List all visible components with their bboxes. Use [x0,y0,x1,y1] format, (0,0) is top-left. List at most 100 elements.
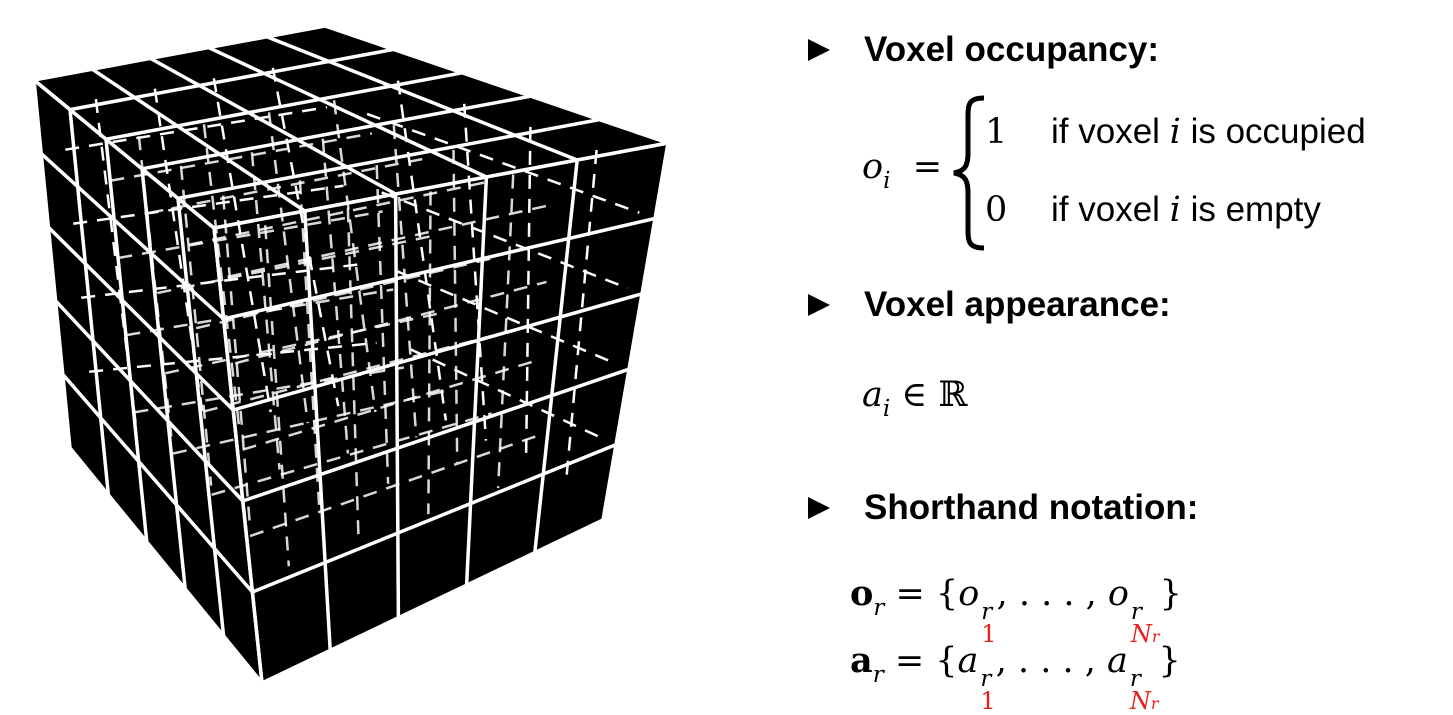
bullet-label: Shorthand notation: [864,488,1199,527]
occupancy-index: i [883,168,891,194]
case-condition: if voxel i is empty [1051,190,1321,230]
bullet-label: Voxel occupancy: [864,30,1160,69]
real-numbers-set: ℝ [938,375,968,415]
voxel-hidden-line [524,126,532,461]
voxel-grid-line [32,78,72,450]
voxel-grid-line [303,209,332,653]
voxel-grid-line [32,24,327,82]
voxel-hidden-line [332,100,377,413]
voxel-grid-line [221,216,657,321]
voxel-hidden-line [212,78,272,413]
appearance-formula: ai ∈ ℝ [862,375,968,422]
voxel-grid-line [464,175,489,587]
voxel-grid-line [68,47,396,112]
voxel-hidden-line [234,280,547,365]
voxel-grid-line [53,299,245,503]
voxel-grid-line [323,24,670,145]
voxel-hidden-line [195,257,493,330]
voxel-grid-line [601,141,670,522]
voxel-grid-line [393,192,401,620]
voxel-grid-line [148,56,398,196]
bullet-voxel-appearance: Voxel appearance: [808,280,1171,330]
voxel-hidden-line [126,288,394,337]
voxel-grid-line [68,107,111,497]
voxel-hidden-line [321,138,350,454]
voxel-hidden-line [179,165,213,486]
voxel-hidden-line [298,180,321,505]
voxel-hidden-line [452,149,459,463]
highlight-last-index: Nr [1130,620,1160,648]
element-of-sign: ∈ [901,375,928,415]
occupancy-symbol: o [862,147,884,187]
voxel-hidden-line [396,80,448,421]
voxel-hidden-line [410,348,606,441]
voxel-hidden-line [211,412,493,496]
voxel-grid-line [140,94,533,171]
curly-brace-icon [953,95,985,251]
bullet-label: Voxel appearance: [864,285,1171,324]
voxel-hidden-line [395,269,617,366]
voxel-grid-line [250,442,618,594]
voxel-hidden-line [202,124,242,435]
occupancy-lhs: oi = [862,147,942,194]
voxel-hidden-line [65,106,328,151]
voxel-grid-line [68,446,264,685]
voxel-grid-line [241,367,631,503]
voxel-grid-line [212,141,670,230]
voxel-hidden-line [427,191,432,515]
voxel-grid-line [533,158,579,555]
occupancy-case-empty: 0 if voxel i is empty [985,190,1321,230]
cube-top-face [34,26,668,228]
voxel-grid-line [90,67,307,213]
voxel-hidden-line [188,179,493,247]
voxel-hidden-line [366,112,640,214]
equals-sign: = [901,147,943,187]
voxel-grid-line [39,151,226,321]
occupancy-case-occupied: 1 if voxel i is occupied [985,112,1366,152]
case-condition: if voxel i is occupied [1051,112,1366,152]
voxel-grid-line [46,225,235,412]
voxel-grid-line [104,71,464,141]
bullet-arrow-icon [808,294,830,316]
voxel-hidden-line [227,203,553,279]
cube-front-face [214,143,668,683]
voxel-hidden-line [118,210,383,260]
highlight-first-index: 1 [980,687,996,715]
bullet-voxel-occupancy: Voxel occupancy: [808,25,1159,75]
voxel-hidden-line [375,165,390,484]
case-value: 1 [985,112,1008,152]
voxel-grid-line [32,78,216,230]
voxel-hidden-line [381,191,629,290]
voxel-hidden-line [89,341,377,373]
highlight-first-index: 1 [981,620,997,648]
voxel-hidden-line [346,208,360,541]
voxel-hidden-line [110,132,373,182]
case-value: 0 [985,190,1008,230]
voxel-grid-line [104,137,149,544]
voxel-hidden-line [392,125,418,438]
voxel-grid-line [140,167,187,591]
voxel-grid-line [61,372,255,594]
bullet-arrow-icon [808,39,830,61]
bullet-arrow-icon [808,497,830,519]
voxel-hidden-line [462,103,488,441]
voxel-grid-line [231,292,644,412]
voxel-grid-line [265,35,579,162]
voxel-grid-line [206,45,489,179]
voxel-hidden-line [564,149,598,482]
voxel-grid-line [212,226,264,685]
cube-left-face [34,80,262,683]
voxel-hidden-line [250,152,281,470]
voxel-hidden-line [263,225,291,567]
voxel-hidden-line [73,184,344,225]
voxel-grid-line [176,196,226,638]
voxel-grid-line [260,518,605,685]
voxel-hidden-line [221,195,252,527]
voxel-hidden-line [249,435,537,538]
voxel-hidden-line [267,112,309,424]
voxel-cube-illustration [32,24,670,685]
bullet-shorthand-notation: Shorthand notation: [808,483,1198,533]
voxel-grid-line [176,117,602,201]
